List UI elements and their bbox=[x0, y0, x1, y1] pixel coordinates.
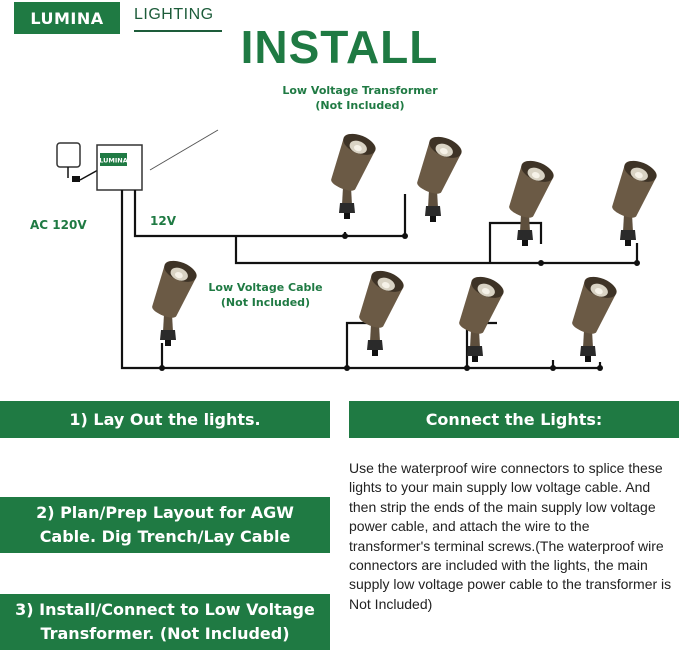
spotlight-icon bbox=[146, 256, 200, 346]
cable-label-line1: Low Voltage Cable bbox=[208, 281, 323, 294]
wiring-diagram: LUMINA bbox=[56, 129, 660, 371]
connect-instructions: Use the waterproof wire connectors to sp… bbox=[349, 460, 672, 612]
page-title: INSTALL bbox=[240, 21, 439, 73]
spotlight-icon bbox=[411, 132, 465, 222]
connect-heading-banner: Connect the Lights: bbox=[349, 401, 679, 438]
dc-voltage-label: 12V bbox=[150, 214, 176, 228]
transformer-label: Low Voltage Transformer (Not Included) bbox=[270, 83, 450, 113]
step-1-banner: 1) Lay Out the lights. bbox=[0, 401, 330, 438]
spotlight-icon bbox=[353, 266, 407, 356]
step-3-line1: 3) Install/Connect to Low Voltage bbox=[15, 600, 315, 619]
brand-logo: LUMINA bbox=[14, 2, 120, 34]
brand-logo-text: LUMINA bbox=[30, 8, 104, 28]
connect-heading: Connect the Lights: bbox=[425, 409, 603, 429]
step-1-text: 1) Lay Out the lights. bbox=[69, 409, 261, 429]
ac-voltage-label: AC 120V bbox=[30, 218, 87, 232]
cable-label: Low Voltage Cable (Not Included) bbox=[198, 280, 333, 310]
transformer-brand-text: LUMINA bbox=[99, 157, 128, 165]
spotlight-icon bbox=[325, 129, 379, 219]
brand-underline bbox=[134, 30, 222, 32]
cable-wires bbox=[120, 190, 639, 370]
cable-label-line2: (Not Included) bbox=[220, 296, 311, 309]
spotlight-icon bbox=[566, 272, 620, 362]
step-3-banner: 3) Install/Connect to Low Voltage Transf… bbox=[0, 594, 330, 650]
transformer-icon bbox=[96, 144, 143, 191]
step-2-line1: 2) Plan/Prep Layout for AGW bbox=[36, 503, 294, 522]
spotlight-icon bbox=[606, 156, 660, 246]
transformer-label-line2: (Not Included) bbox=[315, 99, 405, 112]
spotlight-icon bbox=[503, 156, 557, 246]
step-2-line2: Cable. Dig Trench/Lay Cable bbox=[39, 527, 291, 546]
step-3-line2: Transformer. (Not Included) bbox=[40, 624, 290, 643]
transformer-label-line1: Low Voltage Transformer bbox=[282, 84, 438, 97]
step-2-banner: 2) Plan/Prep Layout for AGW Cable. Dig T… bbox=[0, 497, 330, 553]
outlet-icon bbox=[56, 142, 81, 168]
spotlight-icon bbox=[453, 272, 507, 362]
brand-suffix: LIGHTING bbox=[134, 6, 214, 23]
